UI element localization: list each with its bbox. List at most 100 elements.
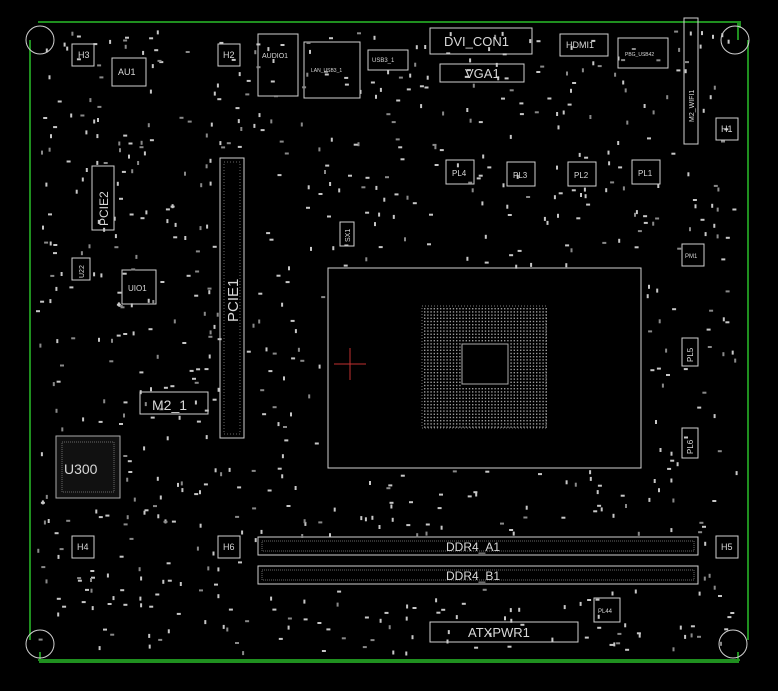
- cpu-pad: [542, 404, 544, 406]
- smd-pad: [220, 472, 223, 477]
- smd-pad: [213, 91, 216, 96]
- cpu-pad: [532, 407, 535, 409]
- cpu-pad: [494, 308, 496, 310]
- cpu-pad: [504, 407, 506, 409]
- cpu-pad: [443, 311, 445, 313]
- cpu-pad: [542, 346, 544, 348]
- cpu-pad: [440, 397, 442, 399]
- cpu-pad: [465, 320, 467, 323]
- cpu-pad: [456, 368, 458, 371]
- smd-pad: [699, 521, 704, 524]
- cpu-pad: [497, 336, 499, 339]
- cpu-pad: [529, 394, 531, 396]
- cpu-pad: [430, 346, 432, 348]
- cpu-pad: [468, 314, 471, 316]
- cpu-pad: [452, 320, 455, 323]
- smd-pad: [318, 147, 321, 152]
- cpu-pad: [526, 340, 528, 342]
- cpu-pad: [424, 397, 426, 399]
- smd-pad: [597, 484, 602, 487]
- cpu-pad: [440, 330, 442, 332]
- smd-pad: [45, 182, 48, 187]
- cpu-pad: [424, 410, 426, 412]
- cpu-pad: [449, 397, 451, 399]
- smd-pad: [666, 95, 669, 100]
- cpu-pad: [542, 340, 544, 342]
- cpu-pad: [472, 314, 474, 316]
- cpu-pad: [478, 327, 480, 329]
- cpu-pad: [488, 388, 490, 390]
- smd-pad: [204, 620, 207, 625]
- cpu-pad: [449, 327, 451, 329]
- smd-pad: [126, 515, 129, 520]
- smd-pad: [139, 371, 144, 374]
- cpu-pad: [459, 311, 461, 313]
- cpu-pad: [478, 397, 480, 399]
- cpu-pad: [472, 336, 474, 339]
- cpu-pad: [452, 413, 455, 415]
- smd-pad: [192, 377, 196, 380]
- cpu-pad: [430, 368, 432, 371]
- smd-pad: [93, 43, 98, 46]
- cpu-pad: [542, 330, 544, 332]
- cpu-pad: [488, 404, 490, 406]
- cpu-pad: [436, 410, 439, 412]
- smd-pad: [238, 72, 241, 77]
- smd-pad: [70, 113, 73, 118]
- smd-pad: [109, 39, 112, 44]
- cpu-pad: [516, 388, 519, 390]
- cpu-pad: [468, 324, 471, 326]
- cpu-pad: [513, 381, 515, 383]
- smd-pad: [392, 650, 395, 655]
- smd-pad: [646, 294, 649, 299]
- cpu-pad: [497, 413, 499, 415]
- cpu-pad: [462, 320, 464, 323]
- smd-pad: [237, 486, 242, 489]
- cpu-pad: [488, 420, 490, 422]
- cpu-pad: [491, 407, 493, 409]
- smd-pad: [665, 348, 668, 353]
- h6-mount: [217, 535, 241, 559]
- cpu-pad: [446, 352, 448, 355]
- smd-pad: [357, 142, 360, 147]
- cpu-pad: [436, 397, 439, 399]
- cpu-pad: [462, 314, 464, 316]
- cpu-pad: [427, 397, 429, 399]
- cpu-pad: [516, 356, 519, 358]
- cpu-pad: [545, 324, 547, 326]
- cpu-pad: [491, 410, 493, 412]
- cpu-pad: [472, 416, 474, 419]
- smd-pad: [565, 263, 568, 268]
- dvi-connector: [429, 27, 533, 55]
- smd-pad: [482, 154, 485, 159]
- smd-pad: [214, 583, 218, 586]
- cpu-pad: [539, 320, 541, 323]
- smd-pad: [262, 413, 267, 416]
- cpu-pad: [459, 413, 461, 415]
- smd-pad: [446, 639, 449, 644]
- cpu-pad: [446, 365, 448, 367]
- smd-pad: [405, 651, 408, 656]
- smd-pad: [45, 48, 48, 53]
- label-atxpwr: ATXPWR1: [468, 625, 530, 640]
- cpu-pad: [516, 333, 519, 335]
- smd-pad: [150, 387, 152, 392]
- smd-pad: [538, 473, 542, 476]
- cpu-pad: [465, 413, 467, 415]
- cpu-pad: [443, 327, 445, 329]
- cpu-pad: [520, 375, 522, 377]
- cpu-pad: [513, 400, 515, 403]
- smd-pad: [40, 300, 45, 303]
- cpu-pad: [440, 324, 442, 326]
- cpu-pad: [542, 356, 544, 358]
- smd-pad: [149, 605, 154, 608]
- smd-pad: [652, 110, 655, 115]
- smd-pad: [722, 317, 725, 322]
- hdmi-connector: [559, 33, 609, 57]
- cpu-pad: [484, 336, 487, 339]
- cpu-pad: [443, 384, 445, 387]
- smd-pad: [270, 596, 273, 601]
- cpu-pad: [440, 426, 442, 428]
- cpu-pad: [545, 349, 547, 351]
- smd-pad: [361, 186, 366, 189]
